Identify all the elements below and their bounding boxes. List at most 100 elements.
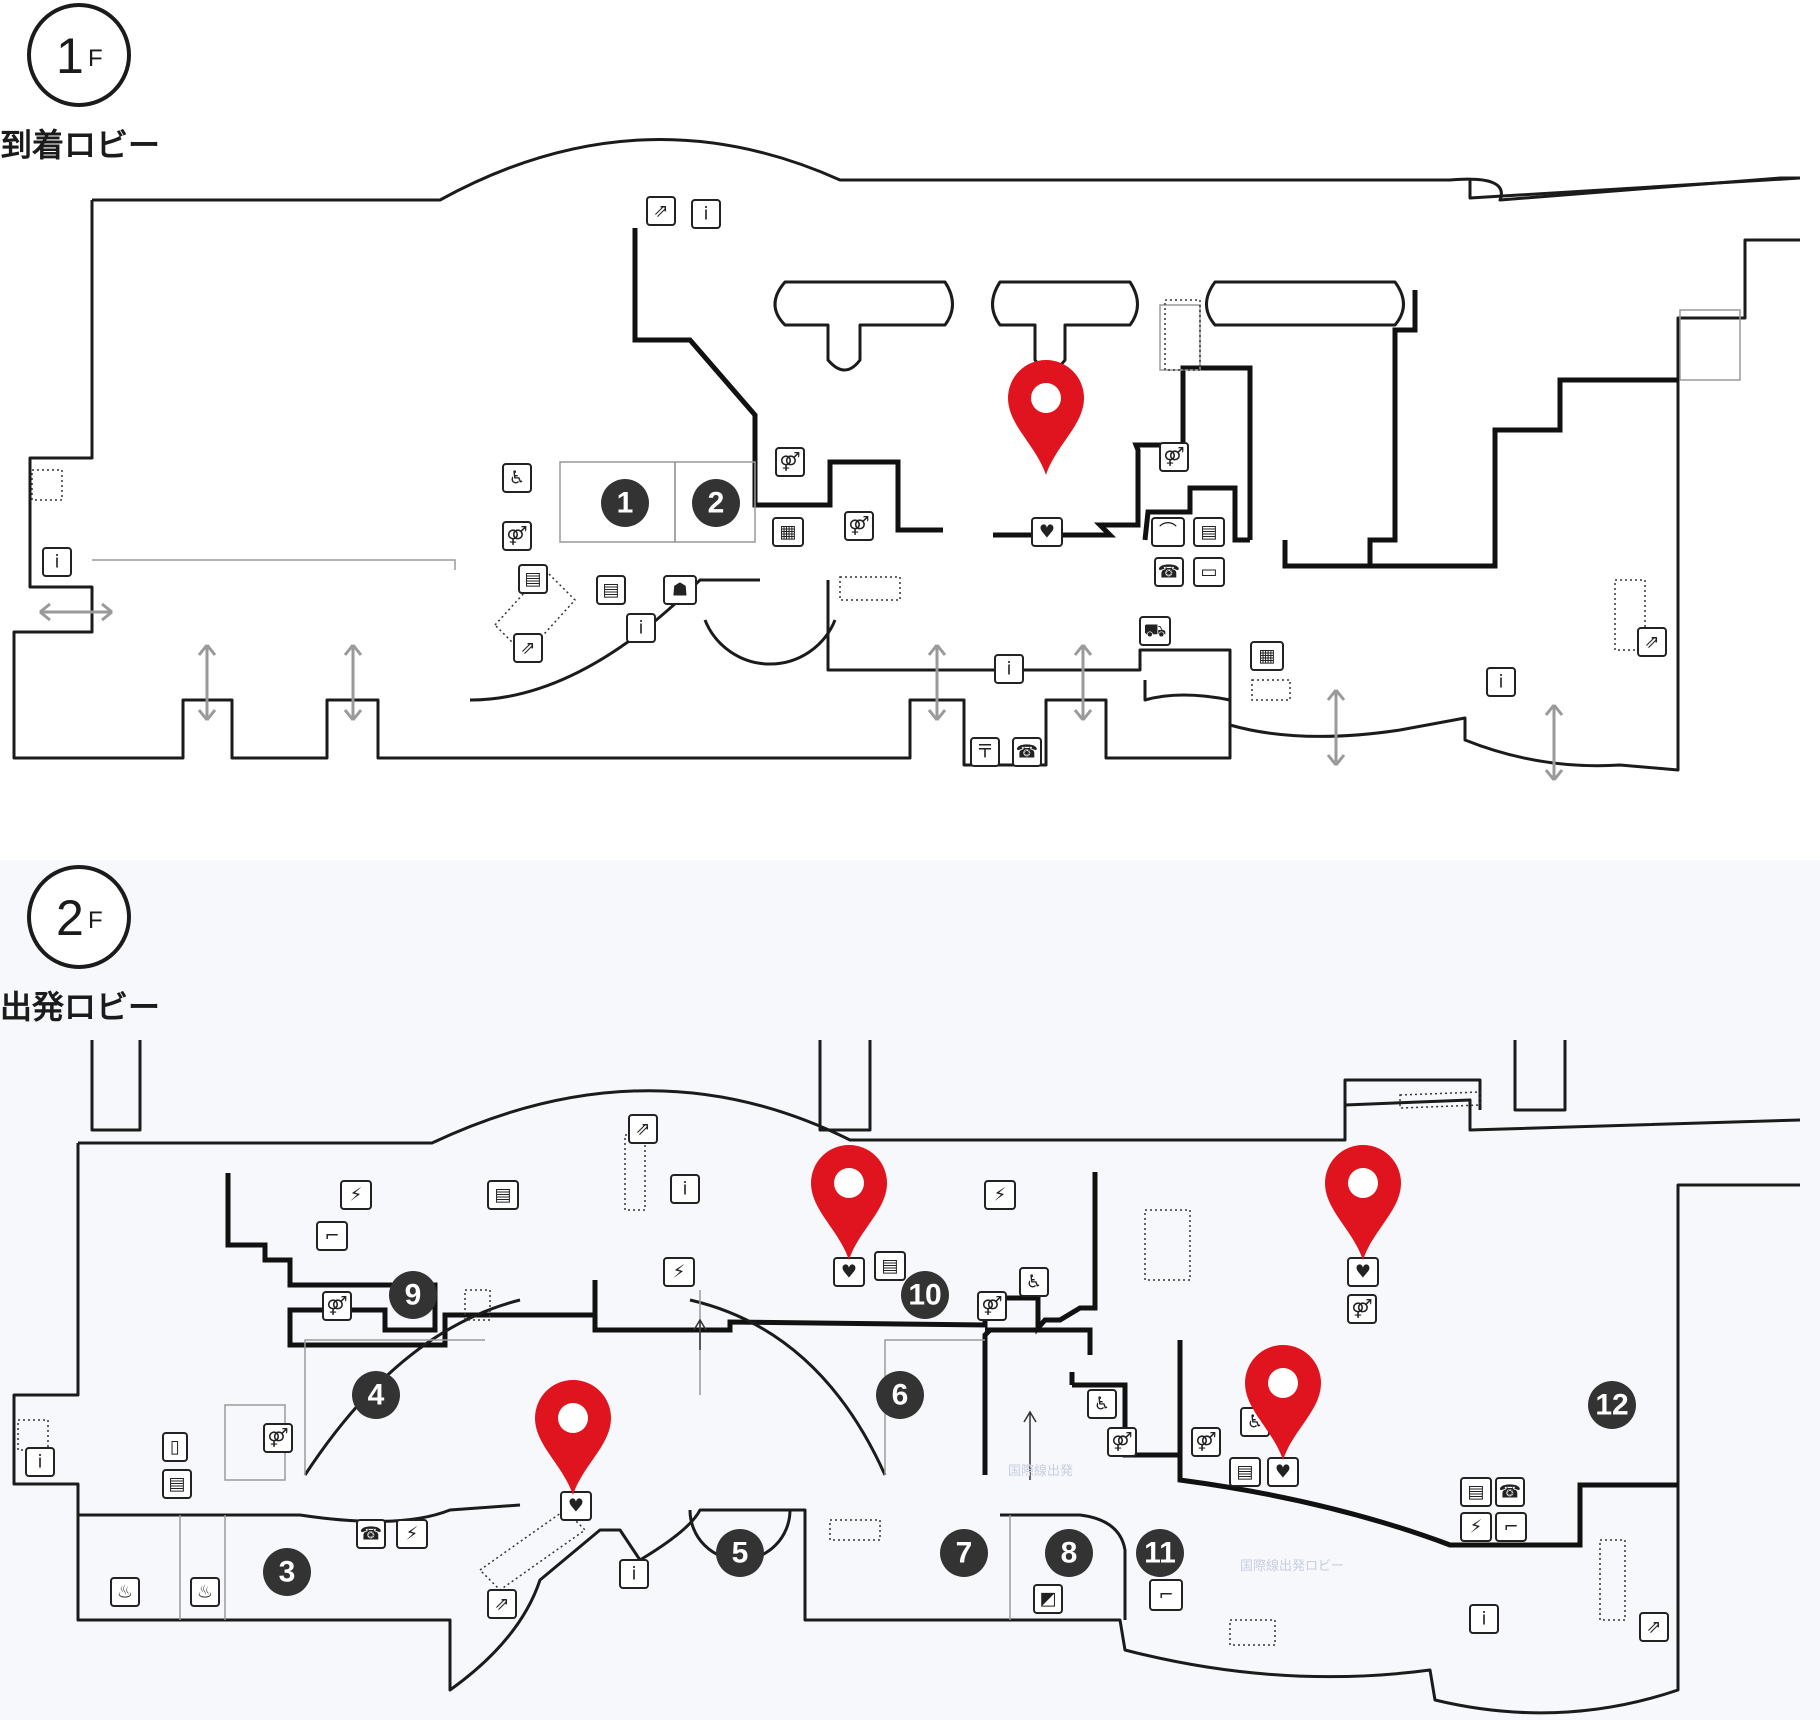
floor-2f-name: 出発ロビー xyxy=(0,988,160,1026)
aed-heart-icon: ♥ xyxy=(560,1491,592,1521)
svg-text:⚤: ⚤ xyxy=(848,516,869,537)
baggage-icon: ▭ xyxy=(1193,557,1225,587)
escalator-icon: ⇗ xyxy=(487,1589,517,1619)
floor-2f-shops: 3 4 5 6 7 8 9 10 11 12 xyxy=(263,1271,1636,1596)
information-icon: i xyxy=(42,547,72,577)
floor-2f-suffix: F xyxy=(88,907,103,934)
floor-1f-shops: 1 2 xyxy=(559,461,756,543)
svg-text:i: i xyxy=(54,552,59,573)
intl-departure-label: 国際線出発 xyxy=(1008,1463,1073,1479)
shop-marker-12 xyxy=(1588,1381,1636,1429)
escalator-icon: ⇗ xyxy=(1639,1612,1669,1642)
aed-location-pin[interactable] xyxy=(535,1380,611,1495)
post-box-icon: 〒 xyxy=(970,737,1000,767)
information-icon: i xyxy=(25,1447,55,1477)
svg-text:▤: ▤ xyxy=(602,580,619,601)
svg-text:▦: ▦ xyxy=(779,522,796,543)
floor-1f-security-walls xyxy=(632,228,1678,569)
svg-text:♿: ♿ xyxy=(1026,1272,1042,1293)
shop-number-10: 10 xyxy=(908,1279,941,1312)
telephone-icon: ☎ xyxy=(1154,557,1184,587)
svg-text:♨: ♨ xyxy=(117,1582,133,1603)
svg-text:▤: ▤ xyxy=(494,1185,511,1206)
svg-text:⌐: ⌐ xyxy=(1503,1517,1518,1538)
svg-text:⚡: ⚡ xyxy=(673,1262,686,1283)
svg-text:♥: ♥ xyxy=(568,1496,584,1517)
accessible-restroom-icon: ♿ xyxy=(502,463,532,493)
svg-text:⇗: ⇗ xyxy=(1644,632,1659,653)
shuttle-bus-icon: ⛟ xyxy=(1139,616,1171,646)
svg-text:◩: ◩ xyxy=(1039,1589,1056,1610)
shop-number-7: 7 xyxy=(956,1537,973,1570)
aed-location-pin[interactable] xyxy=(1245,1345,1321,1460)
shop-marker-5 xyxy=(716,1529,764,1577)
floor-1f-exit-arrows xyxy=(39,602,1564,781)
shop-marker-6 xyxy=(876,1371,924,1419)
floor-2f-icons: ⇗ i ⚡ ▤ ⌐ ⚡ ⚡ ▤ ♿ ⚤ ⚤ ⚤ ⚤ ⚤ ⚤ ♿ ♿ ▯ ▤ i … xyxy=(25,1114,1669,1642)
smoking-area-icon: ⌐ xyxy=(1495,1512,1527,1542)
restroom-icon: ⚤ xyxy=(844,511,874,541)
shop-marker-1 xyxy=(601,479,649,527)
charging-station-icon: ⚡ xyxy=(984,1180,1016,1210)
aed-location-pin[interactable] xyxy=(1008,360,1084,475)
floor-2f-aed-icons: ♥ ♥ ♥ ♥ xyxy=(560,1257,1379,1521)
coin-locker-icon: ▤ xyxy=(1193,517,1225,547)
svg-text:⇗: ⇗ xyxy=(520,638,535,659)
restroom-icon: ⚤ xyxy=(1347,1294,1377,1324)
svg-text:⇗: ⇗ xyxy=(635,1119,650,1140)
information-icon: i xyxy=(626,613,656,643)
svg-text:i: i xyxy=(1481,1609,1486,1630)
svg-text:▤: ▤ xyxy=(1200,522,1217,543)
coin-locker-icon: ▤ xyxy=(596,575,626,605)
floor-1f-escalators xyxy=(31,299,1646,701)
restroom-icon: ⚤ xyxy=(977,1291,1007,1321)
svg-text:⚡: ⚡ xyxy=(994,1185,1007,1206)
shop-marker-2 xyxy=(692,479,740,527)
aed-location-pin[interactable] xyxy=(811,1145,887,1260)
escalator-icon: ⇗ xyxy=(628,1114,658,1144)
intl-departure-lobby-label: 国際線出発ロビー xyxy=(1240,1558,1344,1574)
massage-chair-icon: ♨ xyxy=(190,1577,220,1607)
coin-locker-icon: ▤ xyxy=(487,1180,519,1210)
charging-station-icon: ⚡ xyxy=(1460,1512,1492,1542)
shop-marker-11 xyxy=(1136,1529,1184,1577)
svg-text:⚡: ⚡ xyxy=(350,1185,363,1206)
svg-text:⚤: ⚤ xyxy=(1195,1432,1216,1453)
aed-location-pin[interactable] xyxy=(1325,1145,1401,1260)
svg-text:〒: 〒 xyxy=(976,742,994,763)
shop-number-5: 5 xyxy=(732,1537,749,1570)
svg-text:⌒: ⌒ xyxy=(1159,522,1177,543)
shop-number-1: 1 xyxy=(617,487,634,520)
restroom-icon: ⚤ xyxy=(1159,442,1189,472)
aed-heart-icon: ♥ xyxy=(833,1257,865,1287)
cloakroom-icon: ⌒ xyxy=(1151,517,1185,547)
coin-locker-icon: ▤ xyxy=(1229,1457,1261,1487)
accessible-restroom-icon: ♿ xyxy=(1087,1389,1117,1419)
shop-number-3: 3 xyxy=(279,1556,296,1589)
svg-text:i: i xyxy=(37,1452,42,1473)
aed-heart-icon: ♥ xyxy=(1031,517,1063,547)
svg-text:▦: ▦ xyxy=(1258,646,1275,667)
restroom-icon: ⚤ xyxy=(263,1423,293,1453)
information-icon: i xyxy=(994,654,1024,684)
svg-text:☎: ☎ xyxy=(1499,1482,1521,1503)
svg-text:♿: ♿ xyxy=(509,468,525,489)
svg-text:▤: ▤ xyxy=(1467,1482,1484,1503)
svg-text:⌐: ⌐ xyxy=(324,1226,339,1247)
floor-1f-name: 到着ロビー xyxy=(0,126,160,164)
shop-marker-9 xyxy=(389,1271,437,1319)
svg-text:♥: ♥ xyxy=(1275,1462,1291,1483)
svg-text:☎: ☎ xyxy=(360,1524,382,1545)
svg-text:☎: ☎ xyxy=(1016,742,1038,763)
shop-number-4: 4 xyxy=(368,1379,385,1412)
information-icon: i xyxy=(619,1559,649,1589)
information-icon: i xyxy=(670,1174,700,1204)
shop-number-9: 9 xyxy=(405,1279,422,1312)
nursery-icon: ▦ xyxy=(1250,641,1284,671)
svg-text:⇗: ⇗ xyxy=(653,201,668,222)
aed-heart-icon: ♥ xyxy=(1347,1257,1379,1287)
svg-text:⚤: ⚤ xyxy=(267,1428,288,1449)
floor-2f-faint-labels: 国際線出発 国際線出発ロビー xyxy=(1008,1463,1344,1574)
svg-text:▯: ▯ xyxy=(170,1437,180,1458)
shop-marker-4 xyxy=(352,1371,400,1419)
